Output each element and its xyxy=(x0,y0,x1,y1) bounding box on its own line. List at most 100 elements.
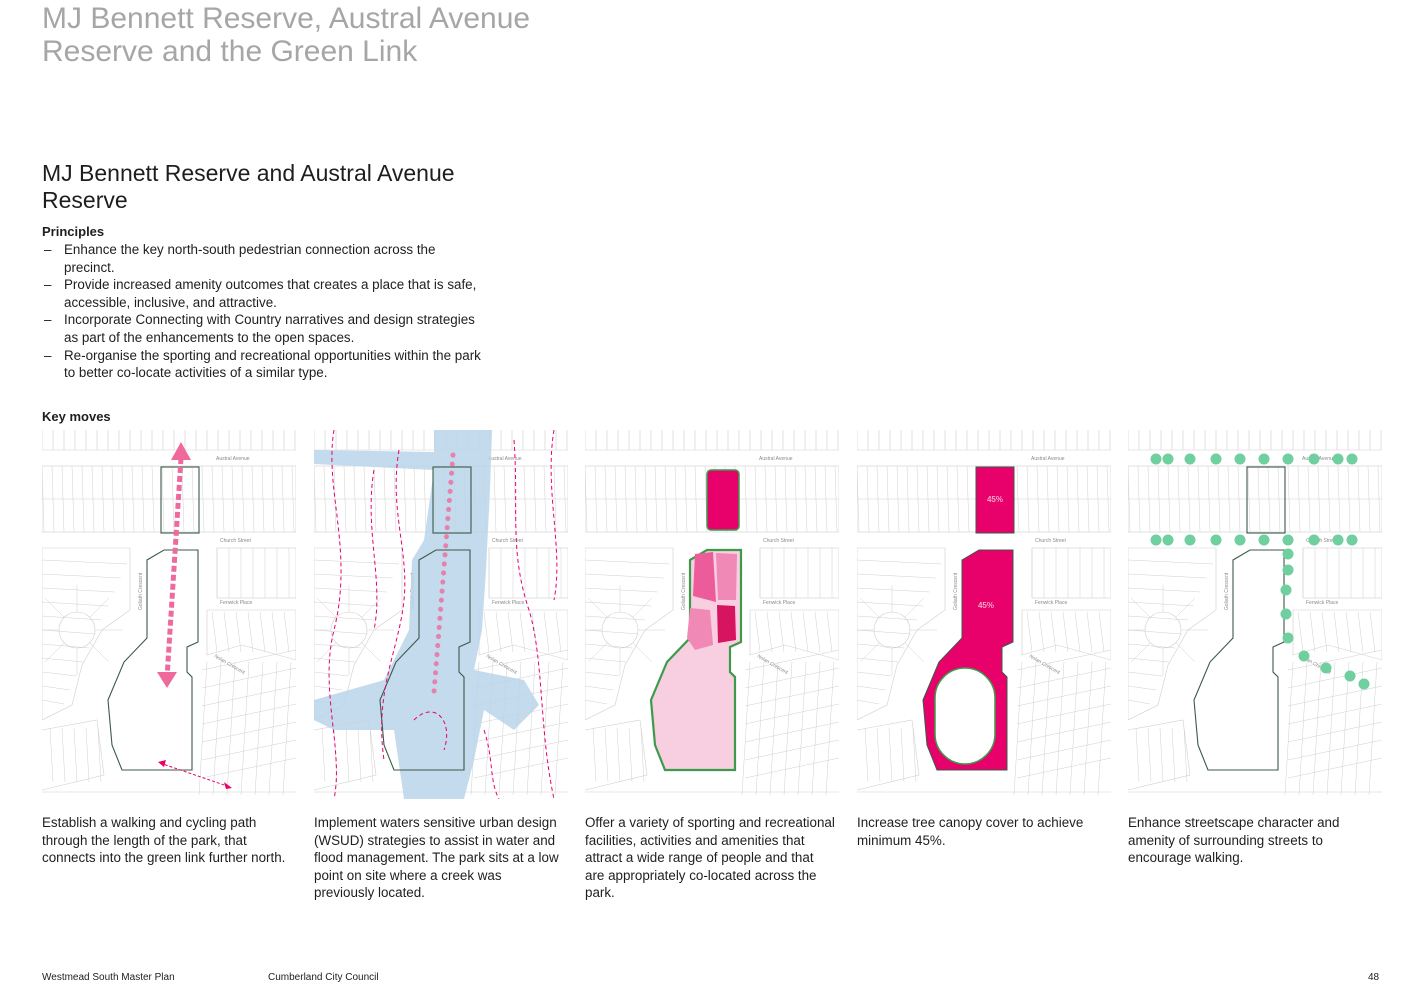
street-tree-icon xyxy=(1258,534,1270,546)
street-label-austral: Austral Avenue xyxy=(1031,456,1065,462)
mj-bennett-reserve-outline xyxy=(1193,549,1285,771)
street-label-goliath: Goliath Crescent xyxy=(681,572,687,610)
street-tree-icon xyxy=(1346,453,1358,465)
footer-organisation: Cumberland City Council xyxy=(268,972,379,983)
canopy-austral-reserve xyxy=(975,466,1015,534)
canopy-label-austral: 45% xyxy=(987,495,1003,504)
principles-heading: Principles xyxy=(42,224,105,239)
footer-page-number: 48 xyxy=(1368,972,1380,983)
street-tree-icon xyxy=(1344,670,1356,682)
street-tree-icon xyxy=(1282,632,1294,644)
path-arrow-head-north xyxy=(171,442,191,460)
street-label-nolan: Nolan Crescent xyxy=(213,654,246,677)
park-area-recreation xyxy=(649,548,743,772)
section-title: MJ Bennett Reserve and Austral Avenue Re… xyxy=(42,160,455,213)
street-label-austral: Austral Avenue xyxy=(488,456,522,462)
principles-list: Enhance the key north-south pedestrian c… xyxy=(42,241,482,382)
page-title: MJ Bennett Reserve, Austral Avenue Reser… xyxy=(42,2,602,68)
street-label-church: Church Street xyxy=(763,538,794,544)
principle-item: Re-organise the sporting and recreationa… xyxy=(42,347,482,382)
street-tree-icon xyxy=(1282,564,1294,576)
contour-line xyxy=(413,711,448,751)
key-move-caption-facilities: Offer a variety of sporting and recreati… xyxy=(585,815,835,901)
activity-zone-3 xyxy=(687,608,713,650)
street-tree-icon xyxy=(1210,534,1222,546)
key-moves-heading: Key moves xyxy=(42,409,111,424)
page-title-line-2: Reserve and the Green Link xyxy=(42,35,418,68)
street-tree-icon xyxy=(1308,453,1320,465)
street-tree-icon xyxy=(1150,534,1162,546)
street-tree-icon xyxy=(1358,678,1370,690)
contour-line xyxy=(370,469,378,631)
austral-reserve-outline xyxy=(432,466,472,534)
activity-zone-1 xyxy=(693,552,716,602)
street-label-nolan: Nolan Crescent xyxy=(485,654,518,677)
flow-path-dots xyxy=(431,452,456,695)
street-label-goliath: Goliath Crescent xyxy=(1224,572,1230,610)
contour-line xyxy=(381,449,406,761)
street-label-austral: Austral Avenue xyxy=(759,456,793,462)
path-arrow-head-south xyxy=(157,672,177,688)
mj-bennett-reserve-outline xyxy=(379,549,471,771)
activity-zone-2 xyxy=(716,553,737,600)
link-arrow xyxy=(159,762,231,788)
activity-zone-4 xyxy=(717,605,736,643)
mj-bennett-reserve-outline xyxy=(107,549,199,771)
street-tree-icon xyxy=(1332,453,1344,465)
street-tree-icon xyxy=(1282,534,1294,546)
principle-item: Incorporate Connecting with Country narr… xyxy=(42,311,482,346)
key-move-caption-wsud: Implement waters sensitive urban design … xyxy=(314,815,559,901)
street-tree-icon xyxy=(1282,453,1294,465)
contour-line xyxy=(328,430,342,799)
street-label-goliath: Goliath Crescent xyxy=(138,572,144,610)
key-move-caption-streetscape: Enhance streetscape character and amenit… xyxy=(1128,815,1340,866)
street-tree-icon xyxy=(1258,453,1270,465)
key-move-caption-path: Establish a walking and cycling path thr… xyxy=(42,815,286,866)
water-flow-area xyxy=(314,430,539,799)
key-move-caption-canopy: Increase tree canopy cover to achieve mi… xyxy=(857,815,1084,848)
street-label-goliath: Goliath Crescent xyxy=(953,572,959,610)
canopy-label-park: 45% xyxy=(978,601,994,610)
sports-court-austral xyxy=(706,469,740,531)
principle-item: Provide increased amenity outcomes that … xyxy=(42,276,482,311)
street-tree-icon xyxy=(1280,584,1292,596)
street-label-fenwick: Fenwick Place xyxy=(492,600,524,606)
street-tree-icon xyxy=(1320,662,1332,674)
street-tree-icon xyxy=(1184,534,1196,546)
street-label-nolan: Nolan Crescent xyxy=(756,654,789,677)
contour-line xyxy=(513,439,555,799)
street-tree-icon xyxy=(1332,534,1344,546)
street-label-austral: Austral Avenue xyxy=(216,456,250,462)
street-tree-icon xyxy=(1184,453,1196,465)
street-label-church: Church Street xyxy=(1035,538,1066,544)
contour-line xyxy=(550,430,558,601)
street-tree-icon xyxy=(1346,534,1358,546)
street-tree-icon xyxy=(1162,453,1174,465)
street-tree-icon xyxy=(1150,453,1162,465)
street-tree-icon xyxy=(1298,650,1310,662)
sports-oval xyxy=(934,667,996,765)
street-label-church: Church Street xyxy=(1306,538,1337,544)
austral-reserve-outline xyxy=(1246,466,1286,534)
street-tree-icon xyxy=(1234,453,1246,465)
principle-item: Enhance the key north-south pedestrian c… xyxy=(42,241,482,276)
contour-line xyxy=(483,729,500,799)
footer-document-title: Westmead South Master Plan xyxy=(42,972,175,983)
street-tree-icon xyxy=(1162,534,1174,546)
street-tree-icon xyxy=(1280,608,1292,620)
street-label-fenwick: Fenwick Place xyxy=(1306,600,1338,606)
page-title-line-1: MJ Bennett Reserve, Austral Avenue xyxy=(42,2,531,35)
street-label-church: Church Street xyxy=(492,538,523,544)
street-tree-icon xyxy=(1210,453,1222,465)
street-label-fenwick: Fenwick Place xyxy=(763,600,795,606)
street-tree-icon xyxy=(1234,534,1246,546)
street-label-fenwick: Fenwick Place xyxy=(1035,600,1067,606)
street-label-nolan: Nolan Crescent xyxy=(1028,654,1061,677)
street-tree-icon xyxy=(1282,548,1294,560)
street-label-church: Church Street xyxy=(220,538,251,544)
